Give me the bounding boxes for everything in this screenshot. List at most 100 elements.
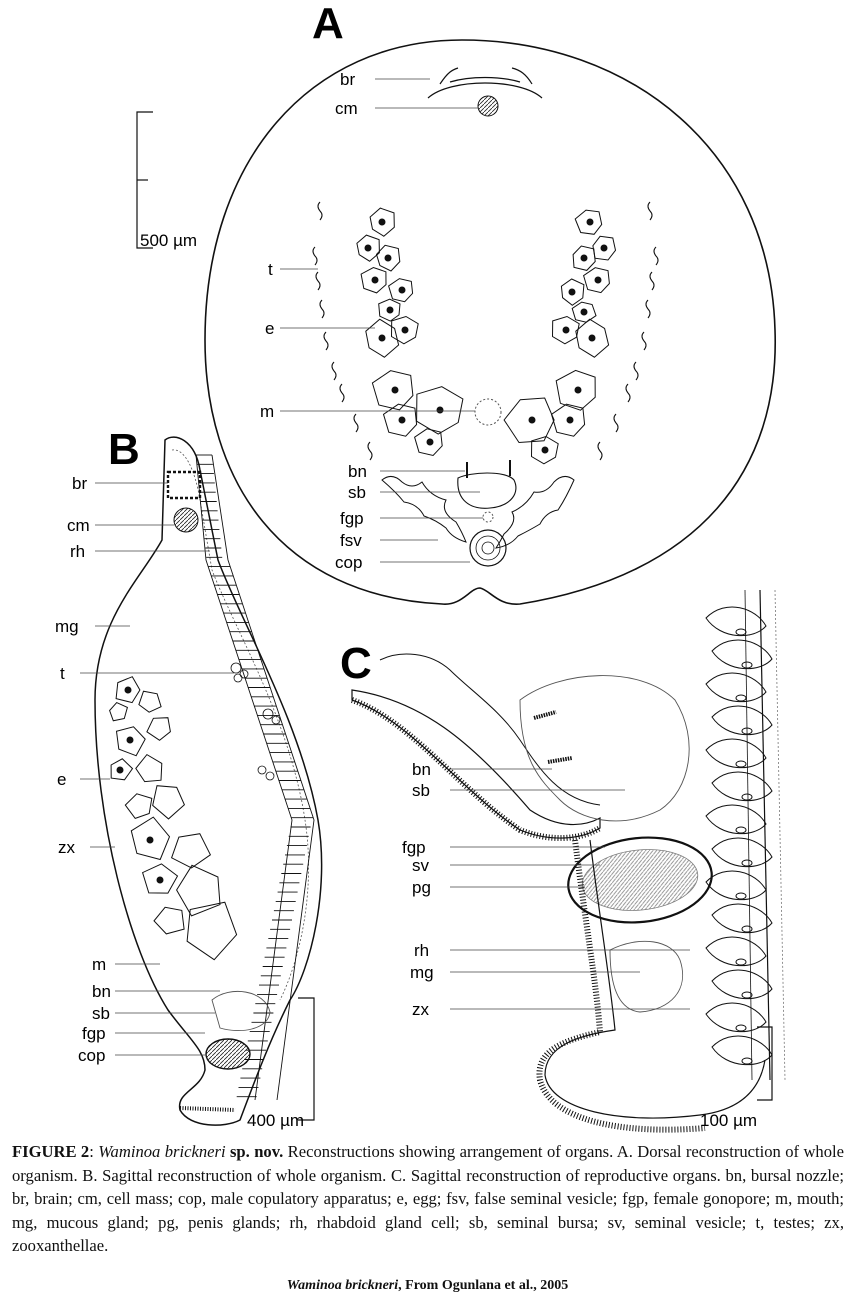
- egg-nucleus: [586, 218, 594, 226]
- egg-cell: [369, 207, 395, 237]
- egg-nucleus: [580, 254, 588, 262]
- testis-squiggle: [647, 201, 653, 221]
- caption-figure-label: FIGURE 2: [12, 1142, 90, 1161]
- panel-a-labels: br cm t e m bn sb fgp fsv cop 500 µm: [140, 70, 367, 572]
- panel-a-female-gonopore: [482, 511, 494, 523]
- egg-cell: [551, 315, 580, 345]
- zooxanthella: [735, 628, 747, 636]
- panel-c-penis-glands: [581, 849, 699, 911]
- egg-nucleus: [124, 686, 132, 694]
- panel-b-testes: [230, 662, 281, 781]
- egg-nucleus: [364, 244, 372, 252]
- caption-text: Reconstructions showing arrangement of o…: [12, 1142, 844, 1255]
- panel-b-eggs: [109, 676, 238, 961]
- egg-cell: [130, 816, 171, 861]
- caption-species-suffix: sp. nov.: [229, 1142, 284, 1161]
- rhabdoid-cell: [711, 771, 773, 802]
- egg-nucleus: [401, 326, 409, 334]
- panel-b-body-outline: [94, 436, 323, 1126]
- panel-c-rhabdoid-cells: [705, 606, 773, 1066]
- label-c-fgp: fgp: [402, 838, 426, 857]
- rhabdoid-cell: [711, 969, 773, 1000]
- panel-b-scale-bar: [298, 997, 315, 1121]
- egg-nucleus: [371, 276, 379, 284]
- figure-illustration: A B C br cm t e m bn sb fgp fsv cop 500 …: [55, 0, 786, 1133]
- panel-a-bursal-nozzles: [466, 460, 511, 478]
- testis-squiggle: [597, 441, 603, 461]
- egg-cell: [575, 318, 610, 358]
- rhabdoid-cell: [705, 870, 767, 901]
- panel-c-seminal-vesicle: [567, 836, 713, 924]
- zooxanthella: [735, 892, 747, 900]
- source-text: , From Ogunlana et al., 2005: [398, 1278, 569, 1293]
- zooxanthella: [735, 958, 747, 966]
- egg-cell: [170, 833, 212, 869]
- egg-nucleus: [588, 334, 596, 342]
- panel-a-scale-bar: [136, 111, 153, 249]
- egg-cell: [583, 267, 610, 294]
- egg-cell: [378, 298, 401, 322]
- testis-squiggle: [323, 331, 329, 351]
- panel-b-labels: br cm rh mg t e zx m bn sb fgp cop 400 µ…: [55, 474, 304, 1130]
- label-a-cop: cop: [335, 553, 362, 572]
- egg-nucleus: [594, 276, 602, 284]
- testis-squiggle: [653, 246, 659, 266]
- testis-squiggle: [645, 299, 651, 319]
- panel-a-false-seminal-vesicles: [381, 476, 575, 549]
- testis-squiggle: [317, 201, 323, 221]
- testis-squiggle: [613, 413, 619, 433]
- egg-nucleus: [386, 306, 394, 314]
- egg-nucleus: [600, 244, 608, 252]
- label-a-m: m: [260, 402, 274, 421]
- testis-squiggle: [641, 331, 647, 351]
- rhabdoid-cell: [705, 1002, 767, 1033]
- testis-squiggle: [625, 383, 631, 403]
- label-b-bn: bn: [92, 982, 111, 1001]
- egg-cell: [115, 676, 141, 704]
- egg-nucleus: [156, 876, 164, 884]
- egg-cell: [356, 234, 380, 262]
- egg-cell: [110, 758, 134, 781]
- egg-cell: [135, 753, 163, 783]
- zooxanthella: [735, 694, 747, 702]
- label-b-cop: cop: [78, 1046, 105, 1065]
- label-c-bn: bn: [412, 760, 431, 779]
- egg-cell: [592, 235, 617, 261]
- panel-b-sagittal-view: [80, 436, 323, 1126]
- label-c-pg: pg: [412, 878, 431, 897]
- label-a-fgp: fgp: [340, 509, 364, 528]
- egg-cell: [530, 435, 559, 465]
- label-b-cm: cm: [67, 516, 90, 535]
- egg-cell: [152, 785, 186, 820]
- egg-nucleus: [562, 326, 570, 334]
- panel-b-leader-lines: [80, 482, 234, 1056]
- scale-a-label: 500 µm: [140, 231, 197, 250]
- panel-letter-c: C: [340, 639, 372, 688]
- zooxanthella: [741, 1057, 753, 1065]
- panel-a-copulatory-apparatus: [469, 529, 507, 567]
- figure-source: Waminoa brickneri, From Ogunlana et al.,…: [0, 1278, 855, 1294]
- label-c-mg: mg: [410, 963, 434, 982]
- egg-cell: [138, 690, 162, 713]
- rhabdoid-outer-edge: [211, 454, 315, 1101]
- zooxanthella: [741, 661, 753, 669]
- zooxanthella: [741, 991, 753, 999]
- label-a-cm: cm: [335, 99, 358, 118]
- rhabdoid-cell: [711, 705, 773, 736]
- egg-cell: [560, 278, 585, 306]
- egg-cell: [109, 701, 128, 722]
- egg-nucleus: [126, 736, 134, 744]
- zooxanthella: [741, 793, 753, 801]
- panel-a-testes: [312, 201, 659, 461]
- scale-b-label: 400 µm: [247, 1111, 304, 1130]
- label-c-zx: zx: [412, 1000, 430, 1019]
- panel-c-seminal-bursa: [519, 675, 690, 822]
- egg-cell: [572, 245, 596, 271]
- panel-b-cell-mass: [173, 507, 199, 533]
- egg-cell: [124, 793, 153, 819]
- label-a-br: br: [340, 70, 355, 89]
- panel-b-rhabdoid-cells: [195, 454, 315, 1101]
- panel-a-brain: [427, 67, 543, 99]
- egg-cell: [115, 726, 146, 757]
- scale-c-label: 100 µm: [700, 1111, 757, 1130]
